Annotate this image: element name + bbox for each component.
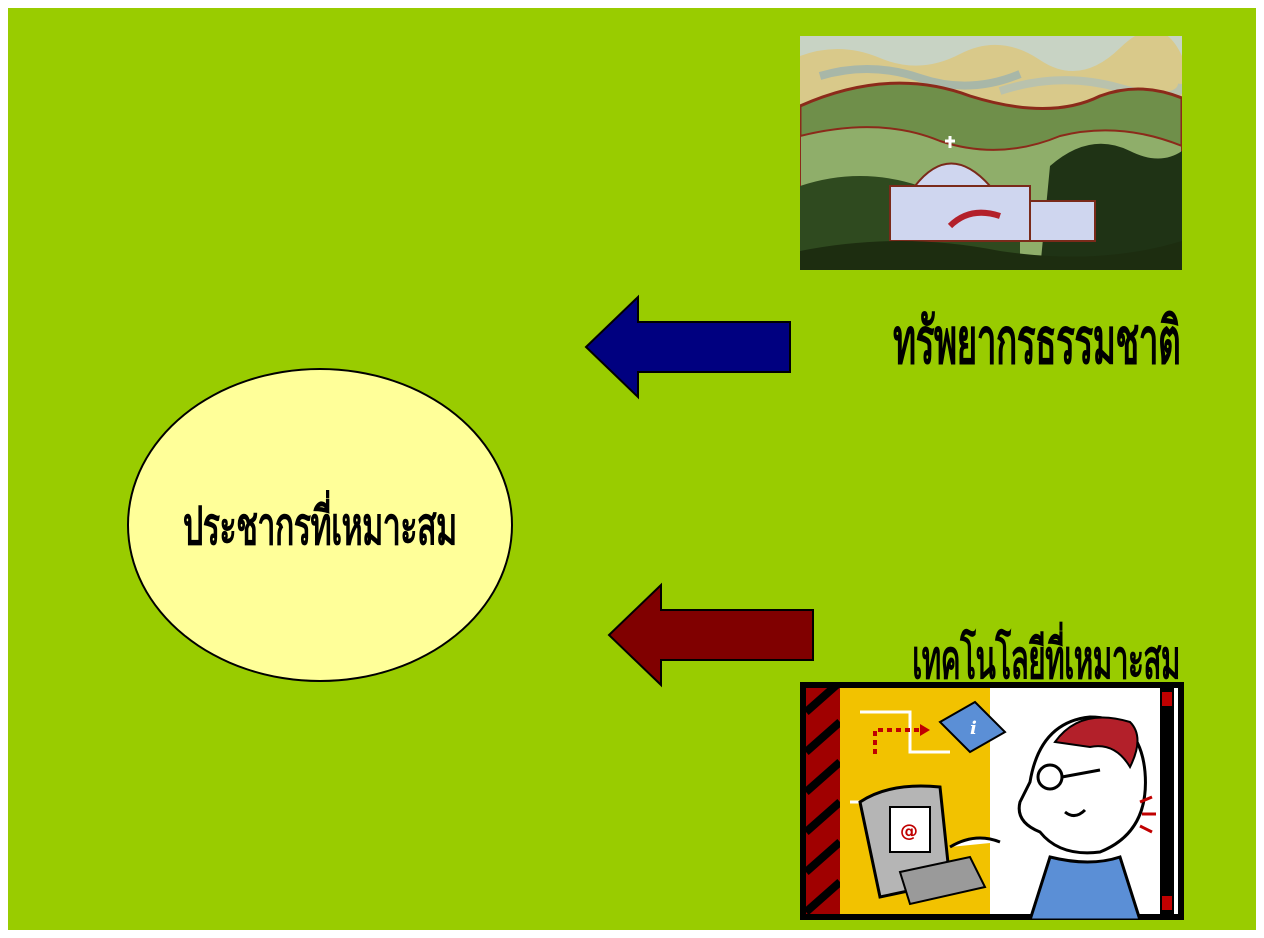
left-arrow-icon [607, 582, 814, 688]
landscape-church-illustration [800, 36, 1182, 270]
left-arrow-icon [584, 294, 791, 400]
appropriate-technology-label: เทคโนโลยีที่เหมาะสม [912, 628, 1180, 691]
man-at-computer-illustration: i @ [800, 682, 1184, 920]
svg-text:i: i [970, 718, 977, 739]
natural-resources-label: ทรัพยากรธรรมชาติ [892, 305, 1181, 379]
svg-text:@: @ [900, 821, 918, 842]
slide: ทรัพยากรธรรมชาติ ประชากรที่เหมาะสม เทคโน… [8, 8, 1256, 930]
appropriate-population-ellipse: ประชากรที่เหมาะสม [127, 368, 513, 682]
appropriate-population-label: ประชากรที่เหมาะสม [183, 496, 457, 557]
